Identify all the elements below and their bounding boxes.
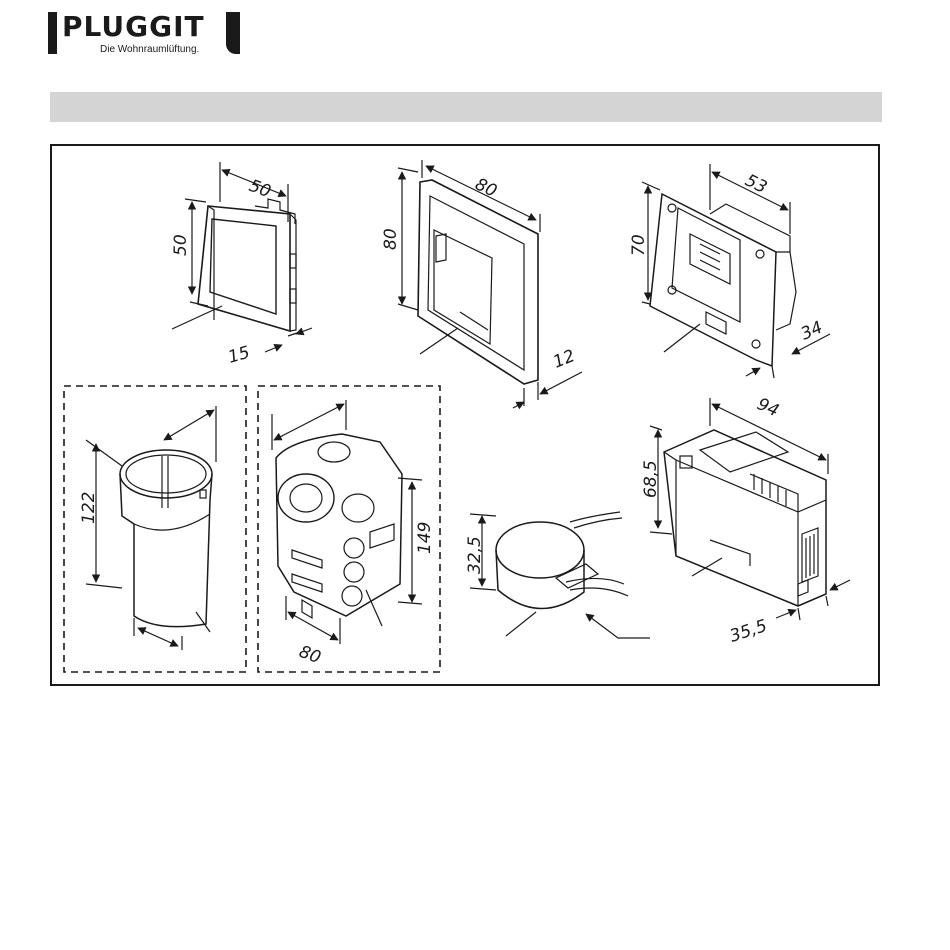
flush-insert (642, 164, 830, 378)
dim-display-width: 50 (246, 176, 273, 202)
dim-frame-width: 80 (472, 174, 500, 201)
dim-display-depth: 15 (226, 343, 252, 368)
logo-wordmark: PLUGGIT (62, 13, 205, 41)
pluggit-logo: PLUGGIT Die Wohnraumlüftung. (48, 10, 248, 58)
component-drawing: 50 50 15 80 80 12 (50, 144, 880, 686)
logo-bracket-left (48, 12, 57, 54)
dashed-box-left (64, 386, 246, 672)
dim-insert-height: 70 (629, 234, 649, 256)
dim-psu-width: 94 (754, 394, 782, 421)
section-header-bar (50, 92, 882, 122)
dim-psu-depth: 35,5 (727, 616, 769, 647)
transformer (470, 512, 650, 638)
logo-bracket-right (226, 12, 240, 54)
tube-adapter (86, 406, 216, 650)
logo-tagline: Die Wohnraumlüftung. (100, 44, 199, 56)
dim-box-height: 149 (415, 522, 435, 554)
dim-insert-depth: 34 (798, 317, 826, 344)
dim-transformer-height: 32,5 (465, 536, 485, 574)
flush-box (272, 400, 422, 644)
dim-display-height: 50 (171, 234, 191, 256)
dim-frame-depth: 12 (550, 346, 578, 373)
dim-insert-width: 53 (742, 171, 770, 198)
dim-box-width: 80 (296, 642, 323, 668)
display-module (172, 162, 312, 352)
dim-frame-height: 80 (381, 228, 401, 250)
din-rail-psu (650, 398, 850, 620)
dim-psu-height: 68,5 (641, 460, 661, 498)
dashed-box-middle (258, 386, 440, 672)
dim-tube-height: 122 (79, 492, 99, 524)
